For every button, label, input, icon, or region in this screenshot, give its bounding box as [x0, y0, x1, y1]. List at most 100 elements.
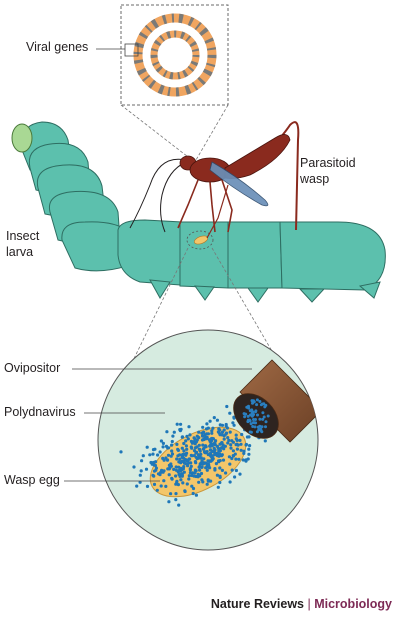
virus-particle: [266, 414, 270, 418]
wasp-leg-2: [209, 181, 216, 233]
virus-particle: [186, 458, 190, 462]
virus-particle: [264, 403, 268, 407]
virus-particle: [243, 415, 247, 419]
virus-particle: [219, 446, 224, 450]
virus-particle: [200, 465, 204, 469]
virus-particle: [250, 399, 254, 403]
virus-particle: [189, 445, 193, 449]
virus-particle: [174, 474, 178, 478]
virus-particle: [167, 500, 171, 504]
virus-particle: [197, 465, 201, 469]
virus-particle: [260, 425, 264, 429]
label-ovipositor: Ovipositor: [4, 361, 61, 375]
virus-particle: [208, 444, 212, 448]
virus-particle: [169, 454, 173, 458]
virus-particle: [226, 441, 230, 445]
virus-particle: [220, 454, 224, 458]
virus-particle: [210, 450, 214, 454]
virus-particle: [245, 435, 249, 439]
larva-segment-8: [227, 221, 283, 289]
virus-particle: [132, 465, 136, 469]
virus-particle: [256, 413, 259, 417]
virus-particle: [209, 454, 213, 459]
virus-particle: [159, 484, 163, 488]
virus-particle: [222, 437, 226, 441]
label-wasp-egg: Wasp egg: [4, 473, 60, 487]
label-parasitoid-wasp-line2: wasp: [300, 172, 330, 186]
virus-particle: [215, 454, 219, 458]
virus-particle: [170, 439, 174, 444]
larva-proleg-3: [247, 287, 269, 303]
virus-particle: [193, 437, 197, 441]
virus-particle: [224, 431, 229, 435]
virus-particle: [187, 477, 191, 481]
zoom-line-top-right: [195, 104, 229, 161]
wasp-leg-3: [221, 179, 233, 233]
virus-particle: [232, 415, 236, 419]
virus-particle: [195, 434, 199, 438]
virus-particle: [167, 473, 171, 477]
virus-particle: [210, 429, 214, 433]
label-viral-genes: Viral genes: [26, 40, 89, 54]
parasitoid-wasp: [129, 121, 300, 239]
virus-particle: [185, 447, 189, 451]
virus-particle: [217, 427, 221, 431]
virus-particle: [184, 439, 188, 443]
virus-particle: [159, 470, 163, 475]
outer-dna-ring-bands: [133, 13, 217, 97]
virus-particle: [161, 470, 165, 474]
virus-particle: [187, 474, 191, 478]
virus-particle: [183, 489, 187, 494]
virus-particle: [180, 446, 184, 450]
virus-particle: [187, 425, 191, 429]
polydnavirus-particles: [119, 404, 267, 507]
virus-particle: [181, 481, 185, 485]
virus-particle: [195, 445, 199, 449]
virus-particle: [155, 488, 159, 492]
virus-particle: [213, 453, 217, 457]
label-parasitoid-wasp-line1: Parasitoid: [300, 156, 356, 170]
virus-particle: [254, 409, 258, 413]
virus-particle: [172, 467, 176, 471]
virus-particle: [233, 452, 237, 456]
virus-particle: [161, 441, 165, 445]
virus-particle: [194, 461, 198, 465]
virus-particle: [216, 430, 220, 434]
virus-particle: [170, 449, 174, 453]
virus-particle: [165, 430, 169, 434]
wasp-leg-1: [177, 179, 199, 229]
virus-particle: [247, 447, 251, 451]
virus-particle: [218, 459, 222, 463]
virus-particle: [165, 458, 170, 462]
virus-particle: [179, 478, 183, 482]
virus-particle: [193, 471, 197, 475]
virus-particle: [203, 433, 207, 437]
virus-particle: [204, 451, 208, 455]
virus-particle: [191, 471, 195, 475]
virus-particle: [230, 468, 234, 472]
virus-particle: [169, 492, 173, 496]
virus-particle: [179, 422, 183, 426]
virus-particle: [234, 437, 238, 441]
virus-particle: [258, 400, 262, 403]
virus-particle: [154, 460, 158, 464]
virus-particle: [200, 431, 204, 435]
virus-particle: [156, 453, 160, 457]
virus-particle: [190, 454, 194, 458]
virus-particle: [255, 398, 259, 402]
virus-particle: [172, 430, 176, 434]
viral-gene-highlight-box: [124, 43, 139, 57]
virus-particle: [207, 462, 211, 466]
virus-particle: [202, 457, 206, 461]
virus-particle: [206, 478, 210, 482]
virus-particle: [255, 403, 259, 407]
virus-particle: [247, 406, 251, 410]
virus-particle: [251, 425, 255, 428]
virus-particle: [217, 449, 221, 453]
virus-particle: [204, 466, 208, 470]
virus-particle: [191, 491, 195, 496]
wasp-abdomen: [224, 134, 291, 179]
virus-particle: [242, 451, 246, 455]
virus-particle: [251, 401, 254, 405]
virus-particle: [218, 480, 222, 485]
